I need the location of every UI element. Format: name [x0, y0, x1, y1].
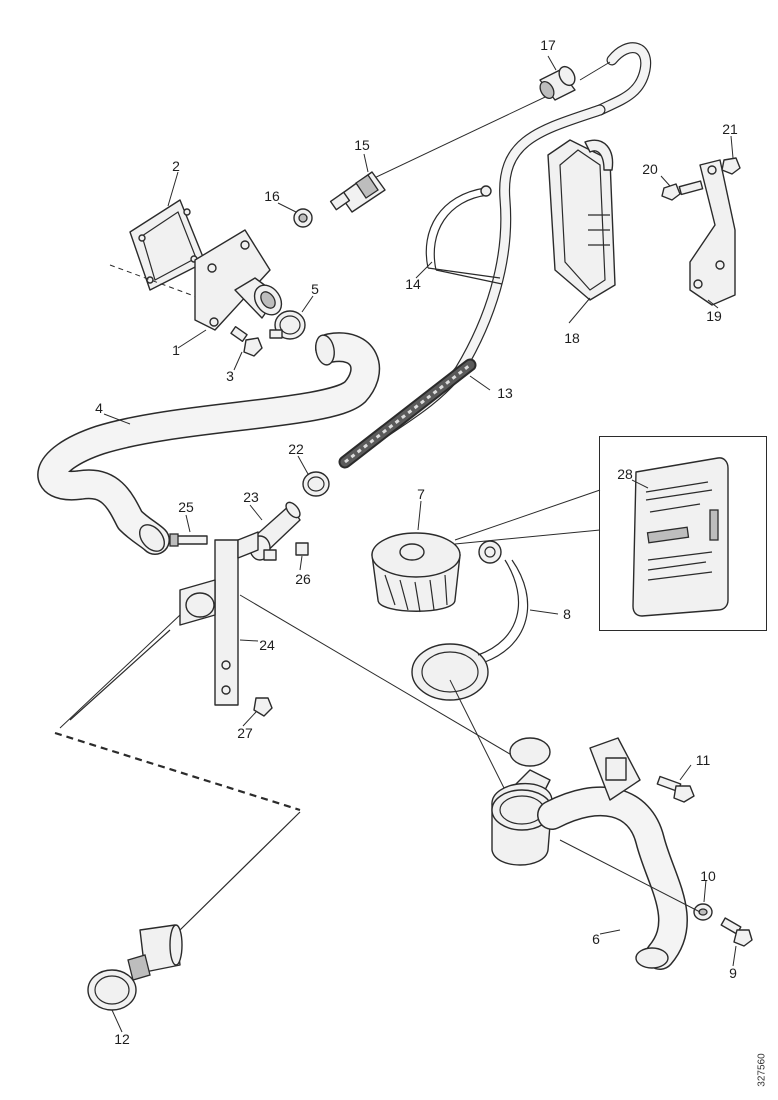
- callout-23: 23: [243, 489, 259, 505]
- washer-16: [293, 208, 313, 228]
- bolt-25: [169, 533, 208, 547]
- nut-26: [295, 542, 309, 556]
- callout-2: 2: [172, 158, 180, 174]
- callout-20: 20: [642, 161, 658, 177]
- hose-13: [338, 358, 477, 469]
- drawing-reference-number: 327560: [756, 1053, 768, 1087]
- callout-8: 8: [563, 606, 571, 622]
- gasket: [129, 199, 206, 291]
- bolt-9: [720, 917, 753, 947]
- callout-9: 9: [729, 965, 737, 981]
- callout-4: 4: [95, 400, 103, 416]
- filler-neck: [491, 737, 688, 970]
- callout-19: 19: [706, 308, 722, 324]
- cable-tie: [425, 185, 503, 285]
- filler-bracket: [589, 737, 641, 801]
- callout-3: 3: [226, 368, 234, 384]
- callout-17: 17: [540, 37, 556, 53]
- drain-wire: [59, 614, 181, 729]
- callout-27: 27: [237, 725, 253, 741]
- filler-cap: [371, 532, 461, 613]
- callout-22: 22: [288, 441, 304, 457]
- t-fitting: [244, 501, 301, 561]
- callout-24: 24: [259, 637, 275, 653]
- callout-7: 7: [417, 486, 425, 502]
- mounting-bracket: [179, 531, 259, 706]
- bolt-27: [253, 697, 273, 717]
- bolt-11: [656, 775, 695, 803]
- callout-1: 1: [172, 342, 180, 358]
- callout-12: 12: [114, 1031, 130, 1047]
- dashed-link-line: [54, 731, 301, 812]
- support-bracket: [689, 159, 736, 306]
- callout-5: 5: [311, 281, 319, 297]
- hose-guide-bracket: [547, 139, 616, 301]
- inline-filter: [87, 924, 183, 1011]
- breather-fitting: [329, 171, 386, 213]
- upper-bent-pipe: [594, 42, 652, 116]
- bolt-20: [661, 180, 704, 201]
- callout-28: 28: [617, 466, 633, 482]
- callout-13: 13: [497, 385, 513, 401]
- callout-25: 25: [178, 499, 194, 515]
- warning-label: [632, 457, 729, 617]
- hose-connector: [539, 65, 576, 101]
- callout-14: 14: [405, 276, 421, 292]
- callout-26: 26: [295, 571, 311, 587]
- callout-18: 18: [564, 330, 580, 346]
- callout-6: 6: [592, 931, 600, 947]
- inset-frame: [599, 436, 767, 631]
- callout-21: 21: [722, 121, 738, 137]
- bolt-3: [230, 326, 263, 357]
- callout-15: 15: [354, 137, 370, 153]
- hose-clamp-5: [269, 310, 306, 340]
- washer-10: [693, 903, 713, 921]
- hose-clamp-22: [302, 471, 330, 497]
- main-hose: [37, 332, 381, 555]
- nut-21: [721, 157, 741, 175]
- flange-adapter: [194, 229, 283, 331]
- cap-retainer-strap: [411, 540, 529, 701]
- callout-11: 11: [695, 752, 711, 768]
- callout-10: 10: [700, 868, 716, 884]
- callout-leaders: [103, 55, 737, 1033]
- callout-16: 16: [264, 188, 280, 204]
